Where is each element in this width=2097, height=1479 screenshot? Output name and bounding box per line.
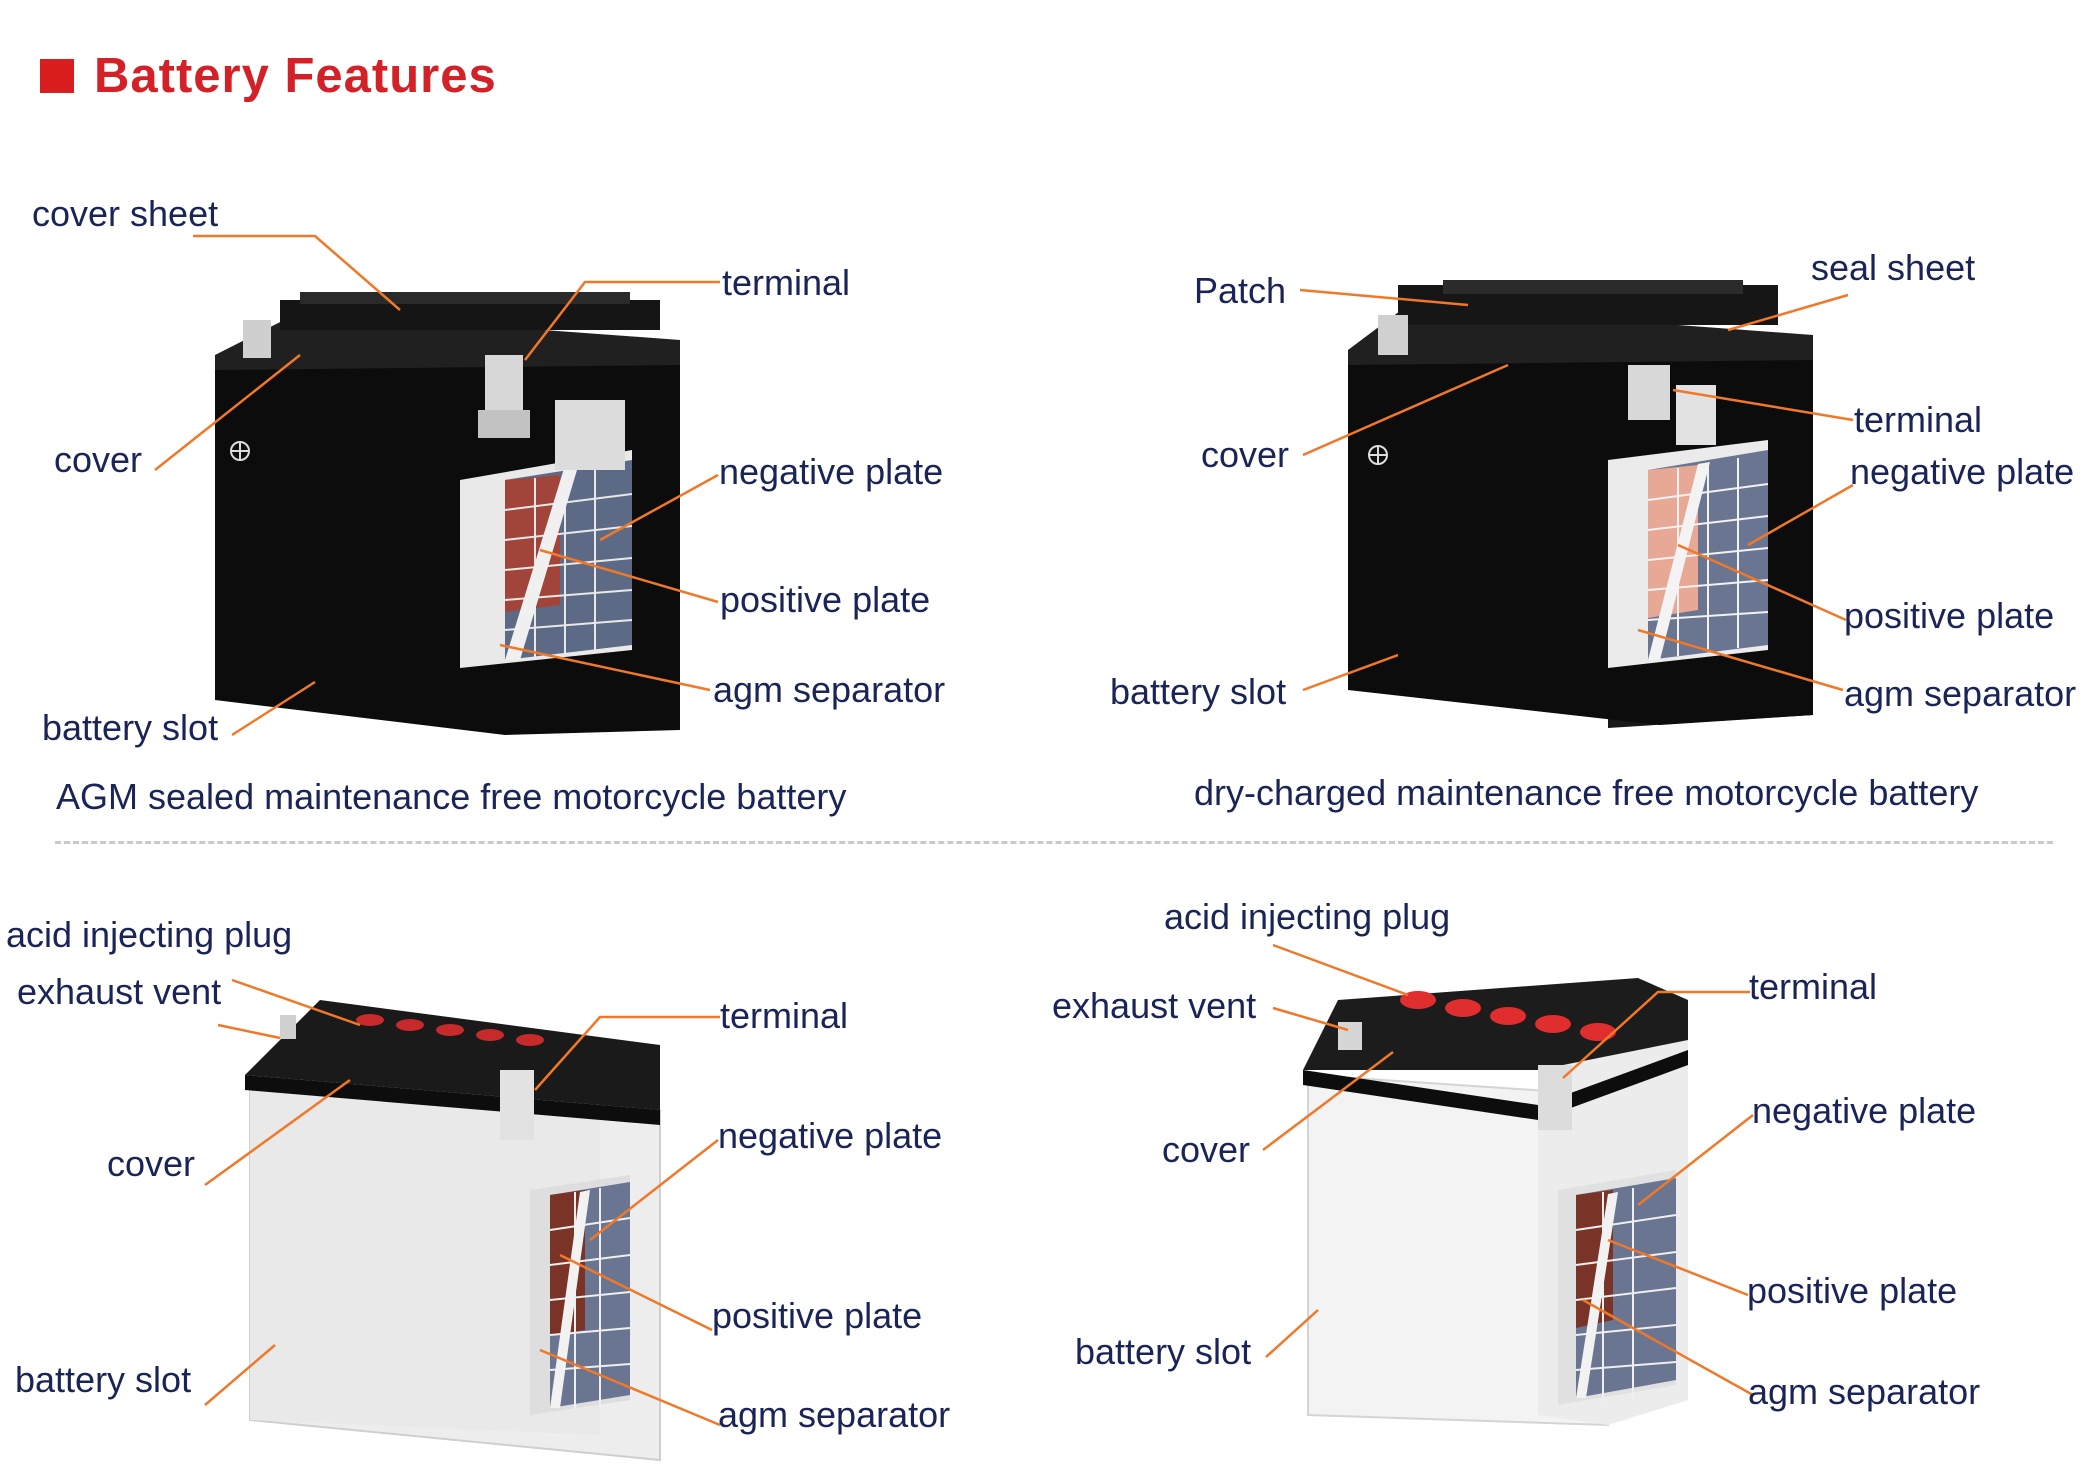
label-negative-plate: negative plate [718,1118,942,1154]
label-terminal: terminal [1749,969,1877,1005]
label-agm-separator: agm separator [1844,676,2076,712]
label-agm-separator: agm separator [713,672,945,708]
label-battery-slot: battery slot [1075,1334,1251,1370]
label-battery-slot: battery slot [15,1362,191,1398]
label-positive-plate: positive plate [720,582,930,618]
panel-conventional-battery-left: acid injecting plug exhaust vent termina… [0,860,1048,1479]
label-terminal: terminal [722,265,850,301]
panel-agm-battery: cover sheet terminal cover negative plat… [0,0,1048,830]
label-battery-slot: battery slot [1110,674,1286,710]
label-seal-sheet: seal sheet [1811,250,1975,286]
label-exhaust-vent: exhaust vent [1052,988,1256,1024]
label-negative-plate: negative plate [1850,454,2074,490]
label-cover-sheet: cover sheet [32,196,218,232]
label-positive-plate: positive plate [1747,1273,1957,1309]
label-negative-plate: negative plate [719,454,943,490]
label-battery-slot: battery slot [42,710,218,746]
panel-conventional-battery-right: acid injecting plug exhaust vent termina… [1048,860,2097,1479]
label-terminal: terminal [1854,402,1982,438]
label-negative-plate: negative plate [1752,1093,1976,1129]
caption-dry-charged: dry-charged maintenance free motorcycle … [1194,775,1978,811]
label-cover: cover [1201,437,1289,473]
label-acid-injecting-plug: acid injecting plug [6,917,292,953]
label-cover: cover [107,1146,195,1182]
label-cover: cover [54,442,142,478]
label-terminal: terminal [720,998,848,1034]
label-agm-separator: agm separator [1748,1374,1980,1410]
label-agm-separator: agm separator [718,1397,950,1433]
panel-dry-charged-battery: Patch seal sheet cover terminal negative… [1048,0,2097,830]
label-patch: Patch [1194,273,1286,309]
label-exhaust-vent: exhaust vent [17,974,221,1010]
label-cover: cover [1162,1132,1250,1168]
section-divider [55,841,2053,844]
caption-agm: AGM sealed maintenance free motorcycle b… [56,779,846,815]
label-positive-plate: positive plate [712,1298,922,1334]
label-positive-plate: positive plate [1844,598,2054,634]
label-acid-injecting-plug: acid injecting plug [1164,899,1450,935]
